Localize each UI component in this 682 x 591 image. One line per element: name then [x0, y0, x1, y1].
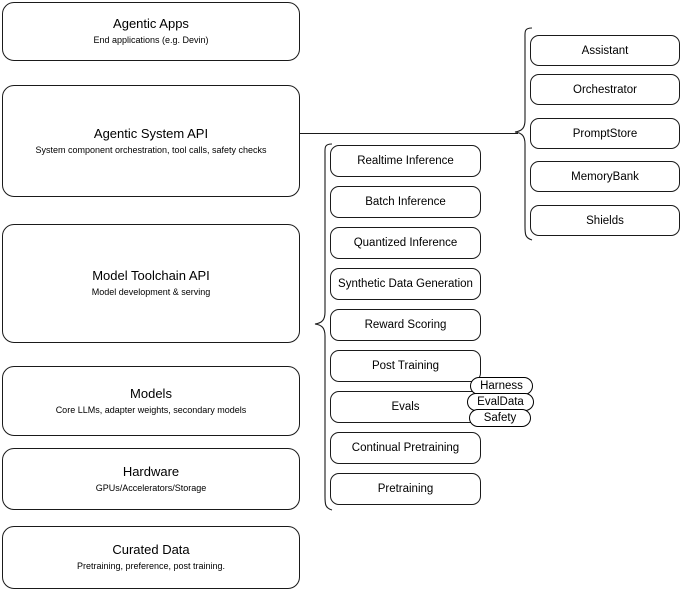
- stack-layer-subtitle: Model development & serving: [91, 287, 211, 297]
- chip-label: Shields: [586, 214, 624, 227]
- toolchain-item-evals[interactable]: Evals: [330, 391, 481, 423]
- chip-label: Pretraining: [377, 483, 434, 495]
- evals-tag-evaldata[interactable]: EvalData: [467, 393, 534, 411]
- chip-label: Post Training: [371, 360, 440, 372]
- chip-label: Realtime Inference: [357, 155, 454, 167]
- stack-layer-subtitle: Core LLMs, adapter weights, secondary mo…: [55, 404, 247, 415]
- stack-layer-title: Hardware: [122, 463, 180, 479]
- stack-layer-agentic-system-api[interactable]: Agentic System API System component orch…: [2, 85, 300, 197]
- chip-label: Reward Scoring: [364, 319, 447, 331]
- toolchain-item-continual-pretraining[interactable]: Continual Pretraining: [330, 432, 481, 464]
- stack-layer-hardware[interactable]: Hardware GPUs/Accelerators/Storage: [2, 448, 300, 510]
- stack-layer-curated-data[interactable]: Curated Data Pretraining, preference, po…: [2, 526, 300, 589]
- chip-label: Synthetic Data Generation: [338, 278, 473, 290]
- chip-label: PromptStore: [572, 127, 638, 140]
- toolchain-item-quantized-inference[interactable]: Quantized Inference: [330, 227, 481, 259]
- chip-label: Continual Pretraining: [351, 442, 460, 454]
- evals-tag-harness[interactable]: Harness: [470, 377, 533, 395]
- agentic-component-memorybank[interactable]: MemoryBank: [530, 161, 680, 192]
- stack-layer-subtitle: System component orchestration, tool cal…: [35, 144, 267, 155]
- toolchain-item-post-training[interactable]: Post Training: [330, 350, 481, 382]
- stack-layer-title: Curated Data: [112, 542, 190, 557]
- toolchain-item-realtime-inference[interactable]: Realtime Inference: [330, 145, 481, 177]
- toolchain-item-synthetic-data-generation[interactable]: Synthetic Data Generation: [330, 268, 481, 300]
- chip-label: Evals: [391, 401, 420, 413]
- stack-layer-subtitle: GPUs/Accelerators/Storage: [95, 482, 207, 493]
- chip-label: Quantized Inference: [353, 237, 458, 249]
- toolchain-item-batch-inference[interactable]: Batch Inference: [330, 186, 481, 218]
- agentic-component-orchestrator[interactable]: Orchestrator: [530, 74, 680, 105]
- pill-label: Safety: [483, 411, 517, 424]
- connector-agentic-system-to-components: [300, 133, 518, 134]
- brace-toolchain: [314, 143, 333, 511]
- agentic-component-shields[interactable]: Shields: [530, 205, 680, 236]
- chip-label: Orchestrator: [573, 83, 637, 96]
- chip-label: Assistant: [581, 44, 629, 57]
- stack-layer-title: Agentic Apps: [113, 16, 189, 31]
- evals-tag-safety[interactable]: Safety: [469, 409, 531, 427]
- agentic-component-assistant[interactable]: Assistant: [530, 35, 680, 66]
- stack-layer-title: Model Toolchain API: [92, 268, 210, 283]
- stack-layer-models[interactable]: Models Core LLMs, adapter weights, secon…: [2, 366, 300, 436]
- stack-layer-model-toolchain-api[interactable]: Model Toolchain API Model development & …: [2, 224, 300, 343]
- toolchain-item-pretraining[interactable]: Pretraining: [330, 473, 481, 505]
- stack-layer-subtitle: End applications (e.g. Devin): [93, 35, 209, 45]
- stack-layer-title: Agentic System API: [93, 125, 209, 141]
- brace-agentic-system-components: [514, 27, 533, 241]
- agentic-component-promptstore[interactable]: PromptStore: [530, 118, 680, 149]
- stack-layer-title: Models: [130, 385, 172, 401]
- pill-label: EvalData: [477, 395, 524, 408]
- pill-label: Harness: [480, 379, 523, 392]
- chip-label: MemoryBank: [571, 170, 639, 183]
- stack-layer-subtitle: Pretraining, preference, post training.: [76, 561, 226, 571]
- chip-label: Batch Inference: [365, 196, 446, 208]
- stack-layer-agentic-apps[interactable]: Agentic Apps End applications (e.g. Devi…: [2, 2, 300, 61]
- toolchain-item-reward-scoring[interactable]: Reward Scoring: [330, 309, 481, 341]
